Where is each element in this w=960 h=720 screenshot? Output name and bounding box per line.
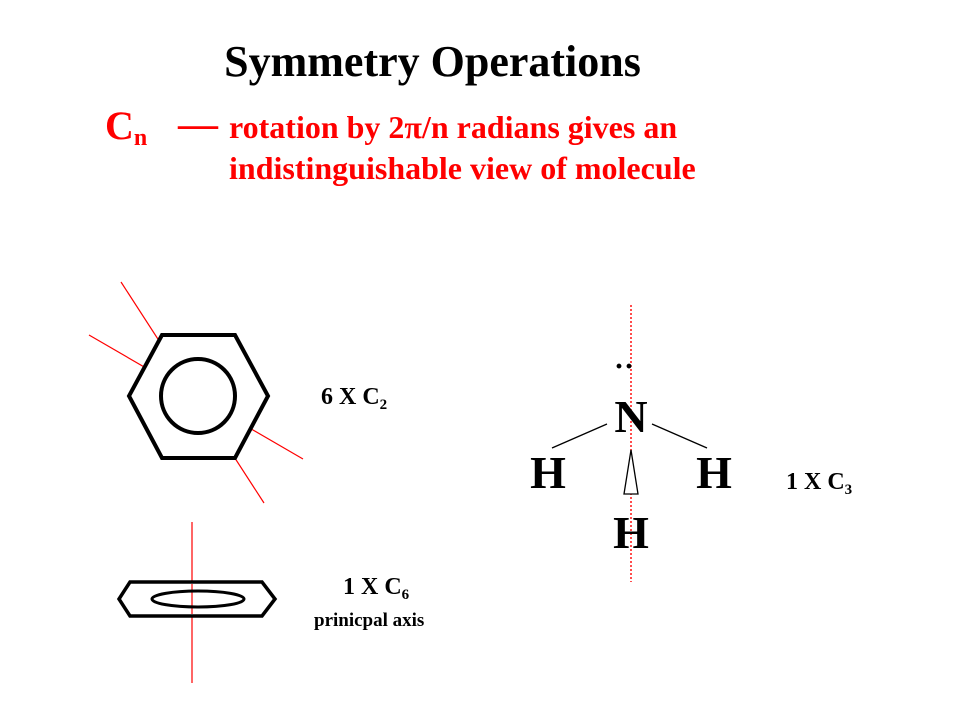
cn-symbol-subscript: n <box>133 125 148 151</box>
definition-line-1: rotation by 2π/n radians gives an <box>229 109 678 145</box>
ammonia-c3-label-subscript: 3 <box>844 482 853 498</box>
atom-h-bottom: H <box>613 507 649 558</box>
atom-h-left: H <box>530 447 566 498</box>
cn-symbol-letter: C <box>105 103 134 148</box>
principal-axis-caption: prinicpal axis <box>314 610 425 631</box>
benzene-c6-label-text: 1 X C <box>343 574 402 600</box>
ammonia-c3-label: 1 X C3 <box>786 468 852 504</box>
bond-n-h-right <box>651 423 708 449</box>
page-title: Symmetry Operations <box>224 37 641 86</box>
definition-line-2: indistinguishable view of molecule <box>229 150 696 186</box>
ammonia-c3-label-text: 1 X C <box>786 469 845 495</box>
benzene-side-ring <box>150 589 246 609</box>
benzene-hexagon <box>126 333 271 460</box>
cn-dash: — <box>178 101 218 146</box>
bond-n-h-left <box>551 423 608 449</box>
lone-pair-dots: ·· <box>614 350 635 383</box>
benzene-c6-label: 1 X C6 <box>343 573 409 609</box>
benzene-c2-label-subscript: 2 <box>379 397 388 413</box>
benzene-c2-label-text: 6 X C <box>321 384 380 410</box>
benzene-c6-label-subscript: 6 <box>401 587 410 603</box>
benzene-side-view <box>116 580 278 618</box>
cn-symbol: Cn <box>105 103 147 161</box>
bond-n-h-bottom-wedge <box>623 449 639 495</box>
benzene-ring-circle <box>159 357 237 435</box>
atom-n: N <box>614 391 648 442</box>
atom-h-right: H <box>696 447 732 498</box>
benzene-c2-label: 6 X C2 <box>321 383 387 419</box>
